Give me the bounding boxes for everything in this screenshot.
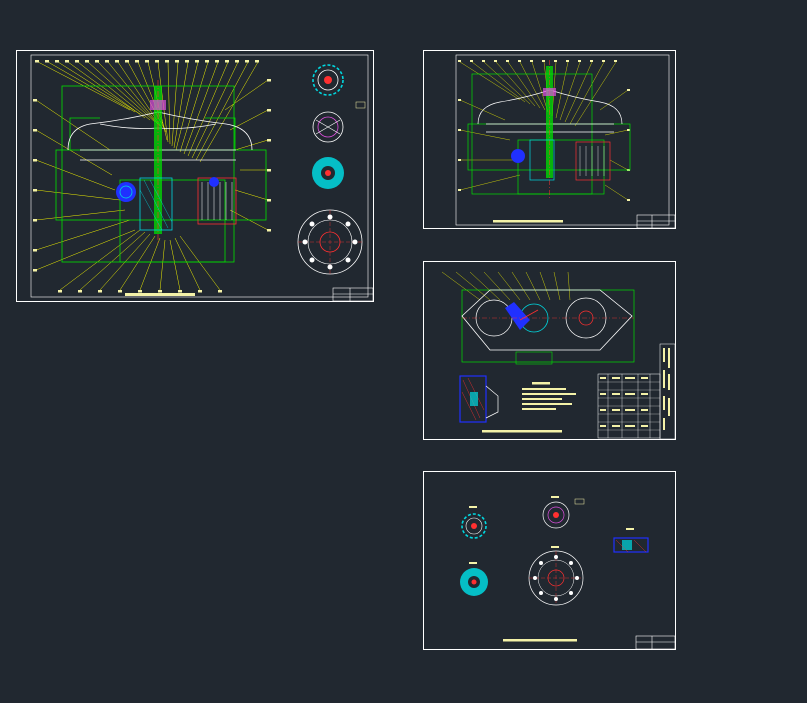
sheet-3-technical-notes	[522, 382, 576, 410]
sheet-2-title-text	[493, 220, 563, 223]
sheet-1-gear-detail-2	[312, 101, 366, 143]
sheet-1-border	[16, 50, 374, 302]
sheet-4-gear-detail-2	[542, 496, 585, 529]
sheet-2-balloon-labels	[458, 60, 630, 201]
sheet-3-leader-lines	[441, 271, 571, 301]
sheet-3-parts-list-table	[597, 343, 676, 440]
sheet-3-title-text	[482, 430, 562, 433]
sheet-1-inner-border	[30, 54, 369, 298]
sheet-1-title-text	[125, 293, 195, 296]
sheet-2-border	[423, 50, 676, 229]
sheet-4-gear-detail-1	[461, 506, 487, 539]
sheet-3-housing-view	[461, 289, 635, 365]
sheet-1-gear-detail-3	[312, 157, 344, 189]
sheet-2-title-block	[636, 214, 676, 229]
sheet-1-balloon-labels	[33, 60, 271, 293]
sheet-1-assembly-drawing[interactable]	[16, 50, 374, 302]
sheet-3-border	[423, 261, 676, 440]
sheet-4-part-details[interactable]	[423, 471, 676, 650]
sheet-1-flange-detail	[297, 209, 363, 275]
sheet-2-assembly-section[interactable]	[423, 50, 676, 229]
sheet-2-leader-lines	[459, 61, 629, 201]
sheet-1-leader-lines	[35, 61, 269, 291]
sheet-1-shaft	[150, 80, 166, 245]
sheet-4-title-text	[503, 639, 577, 642]
sheet-4-shaft-section	[613, 528, 649, 553]
sheet-3-side-section	[459, 375, 499, 423]
sheet-4-border	[423, 471, 676, 650]
sheet-1-gear-detail-1	[312, 64, 344, 96]
sheet-2-inner-border	[455, 54, 670, 226]
sheet-1-gearbox	[116, 177, 237, 231]
sheet-3-gearbox-part-drawing[interactable]	[423, 261, 676, 440]
sheet-4-title-block	[635, 635, 676, 650]
sheet-2-gearbox	[511, 139, 611, 181]
sheet-1-title-block	[332, 287, 374, 302]
sheet-2-shaft	[543, 60, 556, 200]
sheet-4-gear-detail-3	[460, 562, 488, 596]
sheet-4-flange-detail	[528, 546, 584, 606]
